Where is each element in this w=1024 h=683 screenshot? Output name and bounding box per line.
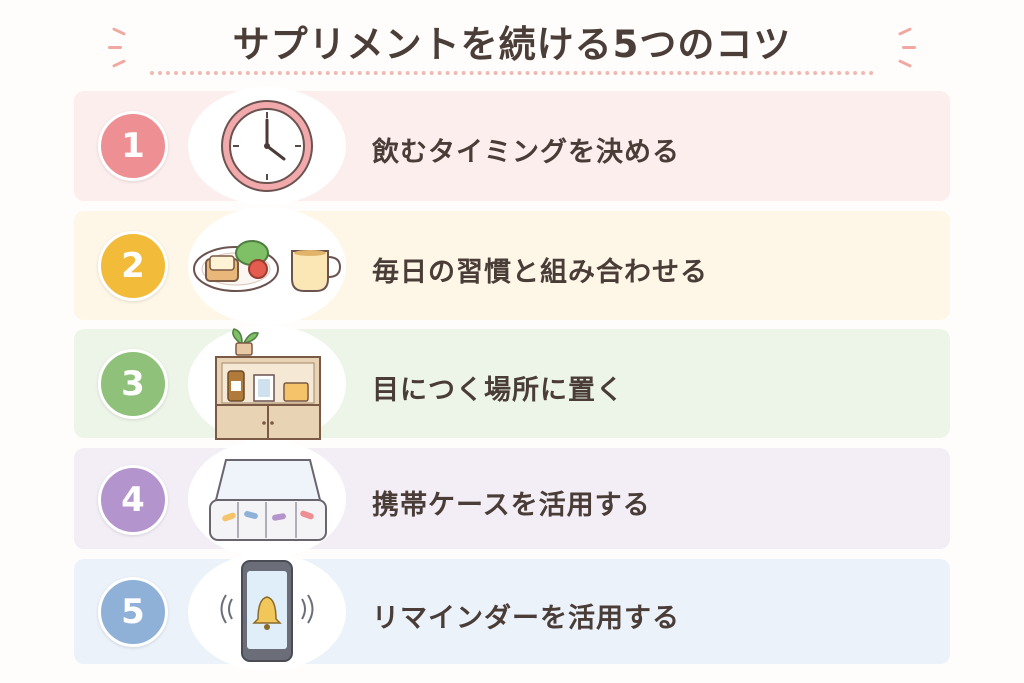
title-divider [150, 71, 874, 75]
tip-row-5: 5 リマインダーを活用する [74, 553, 950, 671]
clock-icon [188, 87, 346, 205]
tip-label: 毎日の習慣と組み合わせる [372, 257, 708, 288]
page-title: サプリメントを続ける5つのコツ [232, 23, 792, 66]
tip-number-badge: 5 [98, 577, 168, 647]
tip-label: 飲むタイミングを決める [372, 137, 680, 168]
tip-number-badge: 4 [98, 465, 168, 535]
tip-number-badge: 3 [98, 349, 168, 419]
smartphone-reminder-icon [188, 553, 346, 671]
sparkle-right-icon [884, 26, 924, 70]
tip-row-2: 2 毎日の習慣と組み合わせる [74, 207, 950, 325]
tip-label: 携帯ケースを活用する [372, 490, 651, 521]
tip-row-1: 1 飲むタイミングを決める [74, 87, 950, 205]
sparkle-left-icon [104, 26, 144, 70]
tip-number-badge: 1 [98, 111, 168, 181]
tip-row-4: 4 携帯ケースを活用する [74, 440, 950, 558]
tip-number-badge: 2 [98, 231, 168, 301]
tip-label: 目につく場所に置く [372, 375, 624, 406]
tip-row-3: 3 目につく場所に置く [74, 325, 950, 443]
shelf-icon [188, 325, 346, 443]
breakfast-icon [188, 207, 346, 325]
pill-case-icon [188, 440, 346, 558]
tip-label: リマインダーを活用する [372, 603, 680, 634]
